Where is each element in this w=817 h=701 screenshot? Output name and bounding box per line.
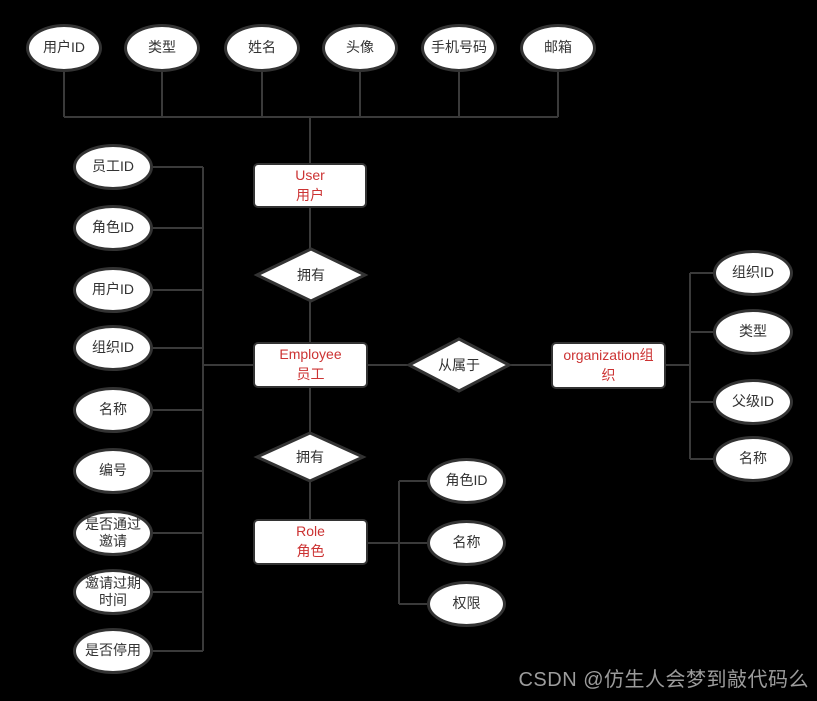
employee-attribute-connectors bbox=[150, 166, 253, 652]
relationship-diamond-own-1 bbox=[253, 247, 369, 303]
main-flow-connectors bbox=[309, 208, 690, 520]
attribute-ellipse-employee-invited: 是否通过 邀请 bbox=[73, 510, 153, 556]
entity-employee-name-zh: 员工 bbox=[296, 366, 325, 382]
relationship-diamond-belong bbox=[405, 337, 513, 393]
attribute-ellipse-org-type: 类型 bbox=[713, 309, 793, 355]
entity-role-name-en: Role bbox=[296, 523, 325, 540]
attribute-ellipse-employee-org-id: 组织ID bbox=[73, 325, 153, 371]
attribute-ellipse-role-name: 名称 bbox=[427, 520, 506, 566]
entity-user: User 用户 bbox=[253, 163, 367, 208]
attribute-ellipse-employee-user-id: 用户ID bbox=[73, 267, 153, 313]
entity-organization: organization组织 bbox=[551, 342, 666, 389]
relationship-label-own-2: 拥有 bbox=[296, 449, 324, 465]
attribute-ellipse-user-phone: 手机号码 bbox=[421, 24, 497, 72]
attribute-ellipse-role-permission: 权限 bbox=[427, 581, 506, 627]
attribute-ellipse-employee-disabled: 是否停用 bbox=[73, 628, 153, 674]
user-attribute-connectors bbox=[63, 72, 559, 164]
csdn-watermark: CSDN @仿生人会梦到敲代码么 bbox=[518, 669, 809, 691]
attribute-ellipse-user-type: 类型 bbox=[124, 24, 200, 72]
entity-user-name-zh: 用户 bbox=[296, 186, 324, 203]
attribute-ellipse-employee-number: 编号 bbox=[73, 448, 153, 494]
attribute-ellipse-employee-name: 名称 bbox=[73, 387, 153, 433]
entity-organization-name: organization组织 bbox=[563, 346, 654, 383]
entity-employee: Employee 员工 bbox=[253, 342, 368, 388]
relationship-label-own-1: 拥有 bbox=[297, 267, 325, 283]
relationship-diamonds bbox=[253, 247, 513, 483]
relationship-diamond-own-2 bbox=[253, 431, 367, 483]
entity-user-name-en: User bbox=[295, 166, 325, 183]
attribute-ellipse-org-parent-id: 父级ID bbox=[713, 379, 793, 425]
attribute-ellipse-employee-role-id: 角色ID bbox=[73, 205, 153, 251]
relationship-label-belong: 从属于 bbox=[438, 357, 480, 373]
attribute-ellipse-role-id: 角色ID bbox=[427, 458, 506, 504]
attribute-ellipse-user-id: 用户ID bbox=[26, 24, 102, 72]
attribute-ellipse-user-avatar: 头像 bbox=[322, 24, 398, 72]
entity-role-name-zh: 角色 bbox=[296, 543, 325, 559]
attribute-ellipse-employee-invite-expire: 邀请过期 时间 bbox=[73, 569, 153, 615]
attribute-ellipse-user-name: 姓名 bbox=[224, 24, 300, 72]
attribute-ellipse-employee-id: 员工ID bbox=[73, 144, 153, 190]
organization-attribute-connectors bbox=[689, 272, 718, 460]
entity-role: Role 角色 bbox=[253, 519, 368, 565]
entity-employee-name-en: Employee bbox=[279, 346, 342, 363]
role-attribute-connectors bbox=[368, 480, 430, 605]
attribute-ellipse-org-name: 名称 bbox=[713, 436, 793, 482]
attribute-ellipse-user-email: 邮箱 bbox=[520, 24, 596, 72]
attribute-ellipse-org-id: 组织ID bbox=[713, 250, 793, 296]
